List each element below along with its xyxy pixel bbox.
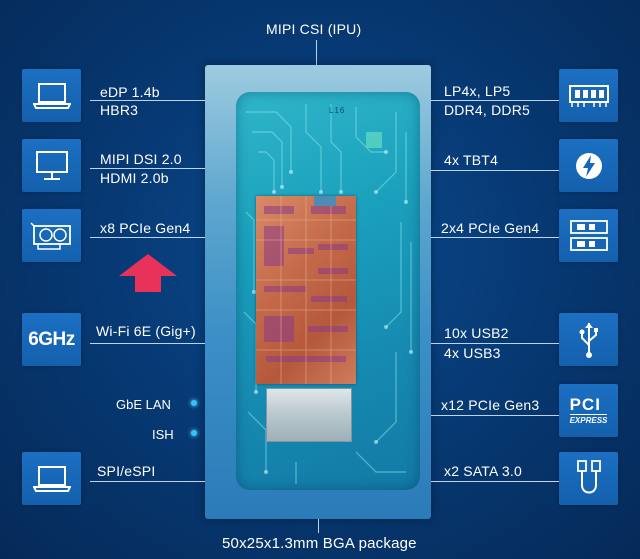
wifi-label: Wi-Fi 6E (Gig+) — [96, 323, 196, 339]
laptop-icon — [32, 82, 71, 109]
express-logo-text: EXPRESS — [569, 416, 608, 425]
x8-pcie-label: x8 PCIe Gen4 — [100, 220, 191, 236]
lp4x-lp5-label: LP4x, LP5 — [444, 83, 511, 99]
sata-connector — [431, 481, 559, 482]
sata-icon-box — [559, 452, 618, 505]
usb-icon-box — [559, 313, 618, 366]
ish-label: ISH — [152, 427, 174, 442]
die-marking: L16 — [329, 106, 346, 115]
pcie4-connector — [431, 237, 559, 238]
ssd-icon-box — [559, 209, 618, 262]
laptop-icon — [32, 465, 71, 492]
usb3-label: 4x USB3 — [444, 345, 501, 361]
ish-dot — [191, 430, 197, 436]
package-size-label: 50x25x1.3mm BGA package — [222, 535, 417, 552]
sata-label: x2 SATA 3.0 — [444, 463, 522, 479]
x12-pcie-label: x12 PCIe Gen3 — [441, 397, 540, 413]
memory-module-icon — [568, 84, 609, 107]
mipi-csi-label: MIPI CSI (IPU) — [266, 21, 362, 37]
wifi-icon-box: 6GHz — [22, 313, 81, 366]
x8-pcie-connector — [90, 237, 205, 238]
edp-label: eDP 1.4b — [100, 84, 160, 100]
spi-icon-box — [22, 452, 81, 505]
pch-die — [266, 388, 352, 442]
gbe-lan-dot — [191, 400, 197, 406]
wifi-6ghz-icon: 6GHz — [28, 329, 75, 351]
spi-connector — [90, 481, 205, 482]
cpu-die — [256, 196, 356, 384]
tbt4-label: 4x TBT4 — [444, 152, 499, 168]
cpu-die-texture — [256, 196, 356, 384]
graphics-card-icon — [29, 221, 71, 250]
pcie3-connector — [431, 415, 559, 416]
pci-express-icon-box: PCI EXPRESS — [559, 384, 618, 437]
hdmi-label: HDMI 2.0b — [100, 170, 169, 186]
dsi-icon-box — [22, 139, 81, 192]
mipi-dsi-label: MIPI DSI 2.0 — [100, 151, 182, 167]
dsi-connector — [90, 168, 205, 169]
substrate-traces-graphic — [243, 104, 413, 484]
ssd-icon — [569, 219, 608, 251]
pci-logo-text: PCI — [569, 396, 608, 415]
usb-connector — [431, 343, 559, 344]
wifi-6ghz-icon-text: 6GHz — [28, 328, 75, 350]
monitor-icon — [35, 150, 68, 180]
hbr3-label: HBR3 — [100, 102, 139, 118]
tbt-icon-box — [559, 139, 618, 192]
sata-cable-icon — [576, 459, 601, 493]
spi-label: SPI/eSPI — [97, 463, 156, 479]
gbe-lan-label: GbE LAN — [116, 397, 171, 412]
mipi-csi-connector — [316, 40, 317, 66]
pci-express-logo-icon: PCI EXPRESS — [569, 396, 608, 425]
usb-icon — [579, 322, 598, 358]
edp-icon-box — [22, 69, 81, 122]
memory-connector — [431, 100, 559, 101]
tbt-connector — [431, 170, 559, 171]
thunderbolt-icon — [575, 152, 602, 179]
usb2-label: 10x USB2 — [444, 325, 509, 341]
memory-icon-box — [559, 69, 618, 122]
highlight-arrow-icon — [119, 254, 177, 292]
2x4-pcie-label: 2x4 PCIe Gen4 — [441, 220, 540, 236]
pcie-gpu-icon-box — [22, 209, 81, 262]
bga-connector — [318, 519, 319, 533]
edp-connector — [90, 100, 205, 101]
wifi-connector — [90, 343, 205, 344]
ddr4-ddr5-label: DDR4, DDR5 — [444, 102, 531, 118]
